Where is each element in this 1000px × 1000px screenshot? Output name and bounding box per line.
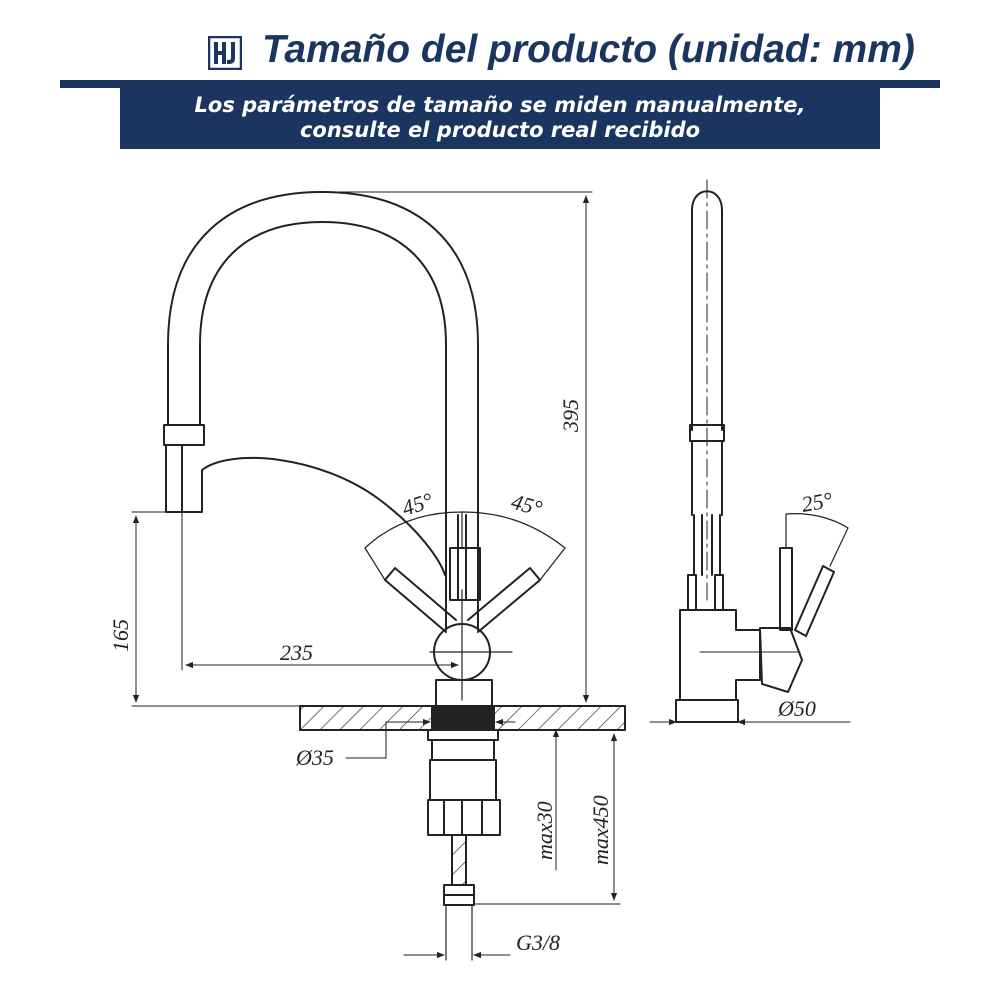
dim-spout-height-label: 165 (108, 619, 133, 652)
dim-right-angle-label: 45° (509, 489, 545, 521)
dim-hole-diameter-label: Ø35 (295, 745, 334, 770)
dim-thread-label: G3/8 (516, 930, 560, 955)
hj-logo-icon (208, 36, 242, 70)
note-line-1: Los parámetros de tamaño se miden manual… (194, 93, 806, 117)
dim-reach-label: 235 (280, 640, 313, 665)
dim-max-thickness-label: max30 (532, 801, 557, 860)
note-banner: Los parámetros de tamaño se miden manual… (120, 88, 880, 149)
dim-height-label: 395 (558, 399, 583, 433)
header: Tamaño del producto (unidad: mm) Los par… (0, 0, 1000, 160)
page-title: Tamaño del producto (unidad: mm) (262, 28, 915, 71)
dim-base-diameter-label: Ø50 (777, 696, 816, 721)
dim-side-angle-label: 25° (800, 487, 835, 517)
title-rule (60, 80, 940, 88)
side-view (649, 179, 851, 726)
dim-hose-length-label: max450 (588, 795, 613, 865)
front-view (131, 191, 626, 961)
dim-left-angle-label: 45° (399, 487, 436, 520)
note-line-2: consulte el producto real recibido (299, 118, 701, 142)
